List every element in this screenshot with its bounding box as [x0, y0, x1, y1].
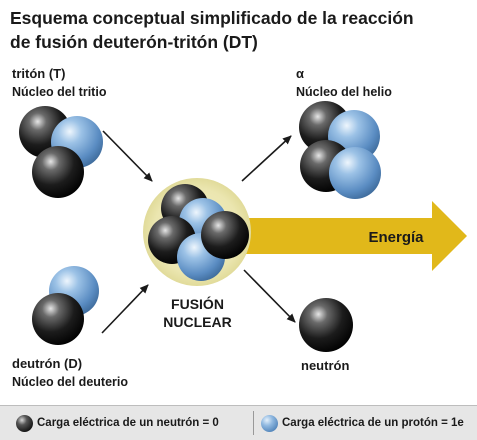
proton-particle	[329, 147, 381, 199]
neutron-swatch-icon	[16, 414, 33, 432]
legend-bar: Carga eléctrica de un neutrón = 0 Carga …	[0, 405, 477, 440]
diagram-title: Esquema conceptual simplificado de la re…	[10, 6, 470, 54]
alpha-name: α	[296, 66, 304, 81]
triton-desc: Núcleo del tritio	[12, 85, 107, 99]
neutron-particle	[201, 211, 249, 259]
neutron-particle	[32, 293, 84, 345]
neutron-particle	[32, 146, 84, 198]
legend-neutron: Carga eléctrica de un neutrón = 0	[16, 406, 219, 440]
energy-arrow	[240, 201, 467, 271]
alpha-desc: Núcleo del helio	[296, 85, 392, 99]
alpha-label: α Núcleo del helio	[296, 65, 392, 101]
proton-swatch-icon	[261, 414, 278, 432]
triton-name: tritón (T)	[12, 66, 66, 81]
arrow-triton-to-fusion	[102, 130, 153, 182]
neutron-name: neutrón	[301, 358, 350, 373]
energy-label: Energía	[368, 229, 424, 246]
free-neutron	[299, 298, 353, 352]
fused-nucleus	[148, 184, 249, 281]
alpha-nucleus	[299, 101, 381, 199]
fusion-label: FUSIÓN NUCLEAR	[150, 295, 245, 331]
legend-proton-text: Carga eléctrica de un protón = 1e	[282, 417, 464, 429]
triton-label: tritón (T) Núcleo del tritio	[12, 65, 106, 101]
neutron-label: neutrón	[301, 357, 349, 375]
fusion-line-2: NUCLEAR	[163, 314, 232, 330]
arrow-deuteron-to-fusion	[101, 284, 149, 334]
fusion-line-1: FUSIÓN	[171, 296, 224, 312]
title-line-2: de fusión deuterón-tritón (DT)	[10, 32, 258, 52]
legend-proton: Carga eléctrica de un protón = 1e	[261, 406, 464, 440]
arrow-fusion-to-neutron	[243, 269, 296, 323]
diagram-canvas: Energía	[19, 101, 467, 352]
legend-neutron-text: Carga eléctrica de un neutrón = 0	[37, 417, 219, 429]
title-line-1: Esquema conceptual simplificado de la re…	[10, 8, 414, 28]
reaction-arrows	[101, 130, 296, 334]
legend-divider	[253, 411, 254, 435]
deuteron-nucleus	[32, 266, 99, 345]
deuteron-name: deutrón (D)	[12, 356, 83, 371]
arrow-fusion-to-alpha	[241, 135, 292, 182]
deuteron-desc: Núcleo del deuterio	[12, 375, 128, 389]
deuteron-label: deutrón (D) Núcleo del deuterio	[12, 355, 128, 391]
triton-nucleus	[19, 106, 103, 198]
